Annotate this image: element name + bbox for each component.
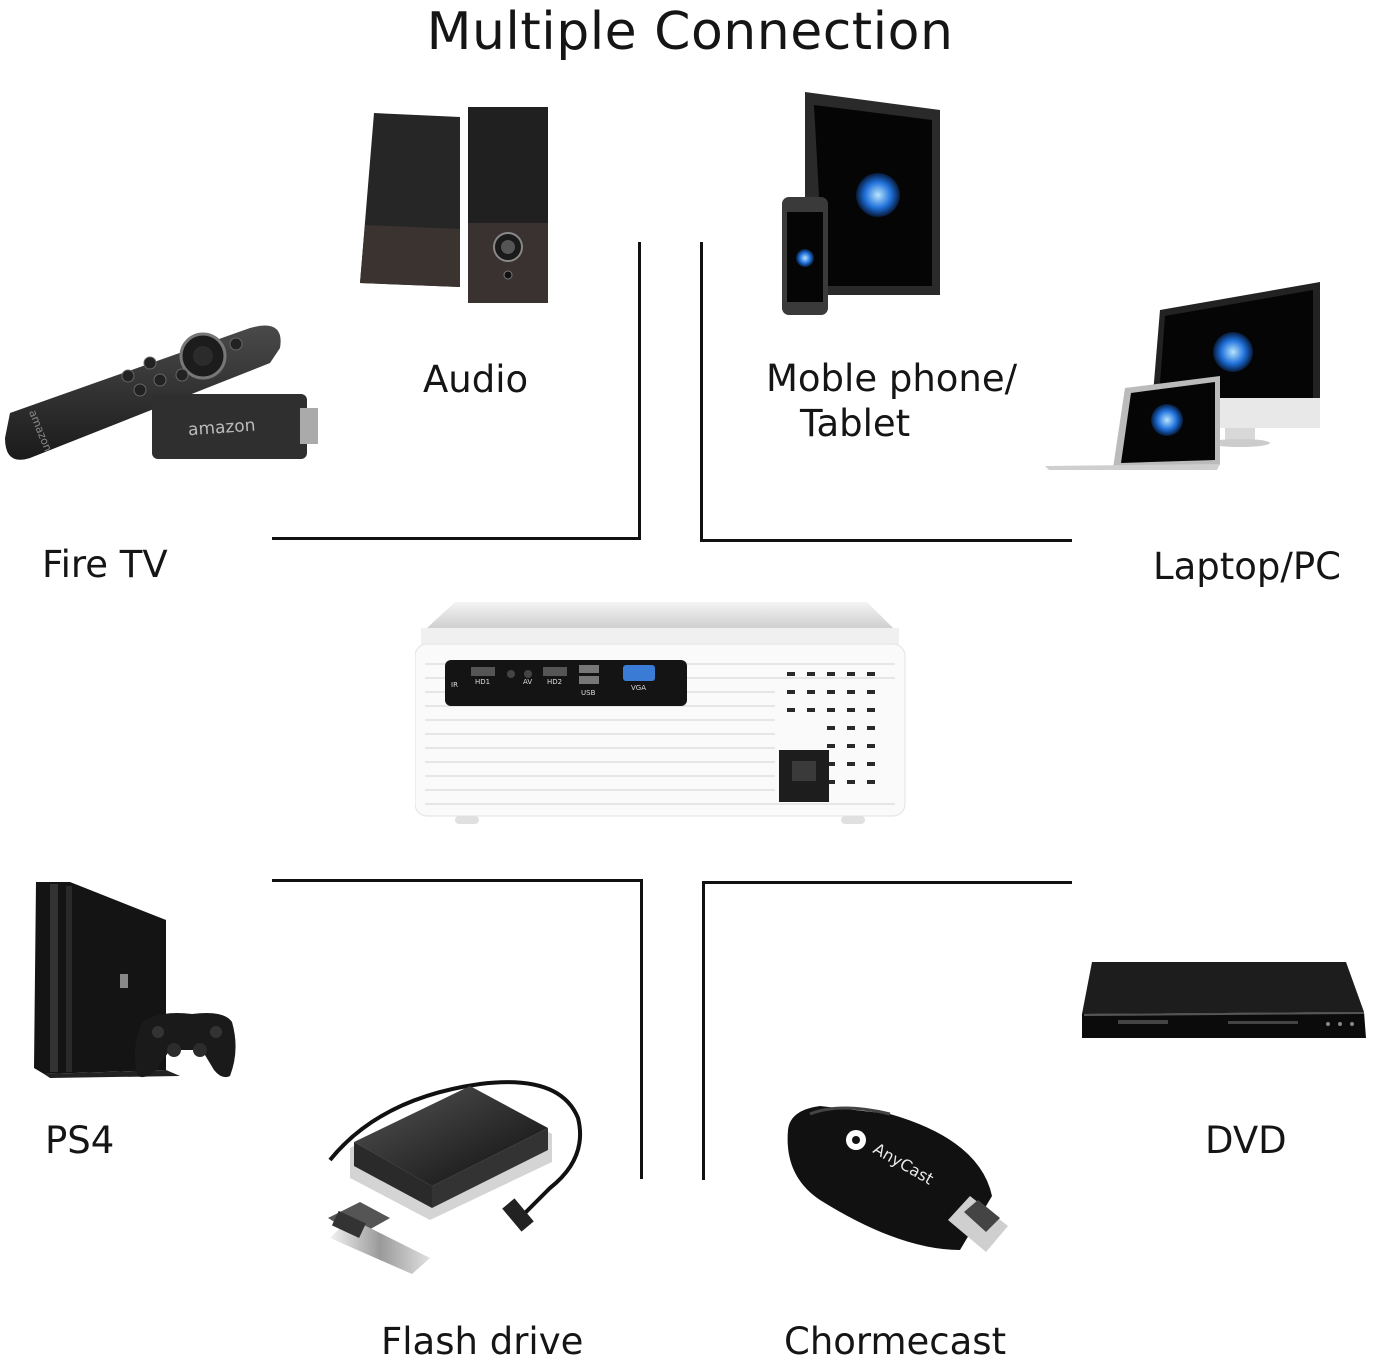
connector-line (638, 242, 641, 539)
projector-icon: IR HD1 AV HD2 USB VGA (415, 598, 907, 828)
label-ps4: PS4 (45, 1119, 115, 1162)
fire-tv-device-icon: amazon amazon (0, 318, 325, 478)
port-label-vga: VGA (631, 684, 647, 692)
label-audio: Audio (423, 358, 529, 401)
connector-line (702, 881, 705, 1180)
label-fire-tv: Fire TV (42, 543, 168, 586)
svg-text:amazon: amazon (187, 416, 256, 441)
page-title: Multiple Connection (426, 2, 954, 62)
laptop-monitor-icon (1045, 280, 1325, 480)
hard-drive-flash-icon (320, 1078, 585, 1283)
label-chromecast: Chormecast (784, 1320, 1007, 1363)
port-label-ir: IR (451, 681, 458, 689)
port-label-av: AV (523, 678, 533, 686)
tablet-phone-icon (780, 90, 945, 320)
connector-line (640, 879, 643, 1179)
port-label-hd1: HD1 (475, 678, 491, 686)
connector-line (702, 881, 1072, 884)
port-label-hd2: HD2 (547, 678, 563, 686)
connector-line (700, 539, 1072, 542)
label-laptop-pc: Laptop/PC (1153, 545, 1342, 588)
label-mobile-line1: Moble phone/ (766, 357, 1018, 400)
label-mobile-line2: Tablet (800, 402, 911, 445)
label-dvd: DVD (1205, 1119, 1287, 1162)
ps4-console-icon (30, 880, 240, 1080)
connector-line (272, 537, 641, 540)
dvd-player-icon (1078, 958, 1378, 1044)
connector-line (272, 879, 643, 882)
anycast-dongle-icon: AnyCast (780, 1100, 1015, 1260)
port-label-usb: USB (581, 689, 596, 697)
connector-line (700, 242, 703, 542)
label-flash-drive: Flash drive (381, 1320, 584, 1363)
speakers-icon (360, 105, 550, 305)
